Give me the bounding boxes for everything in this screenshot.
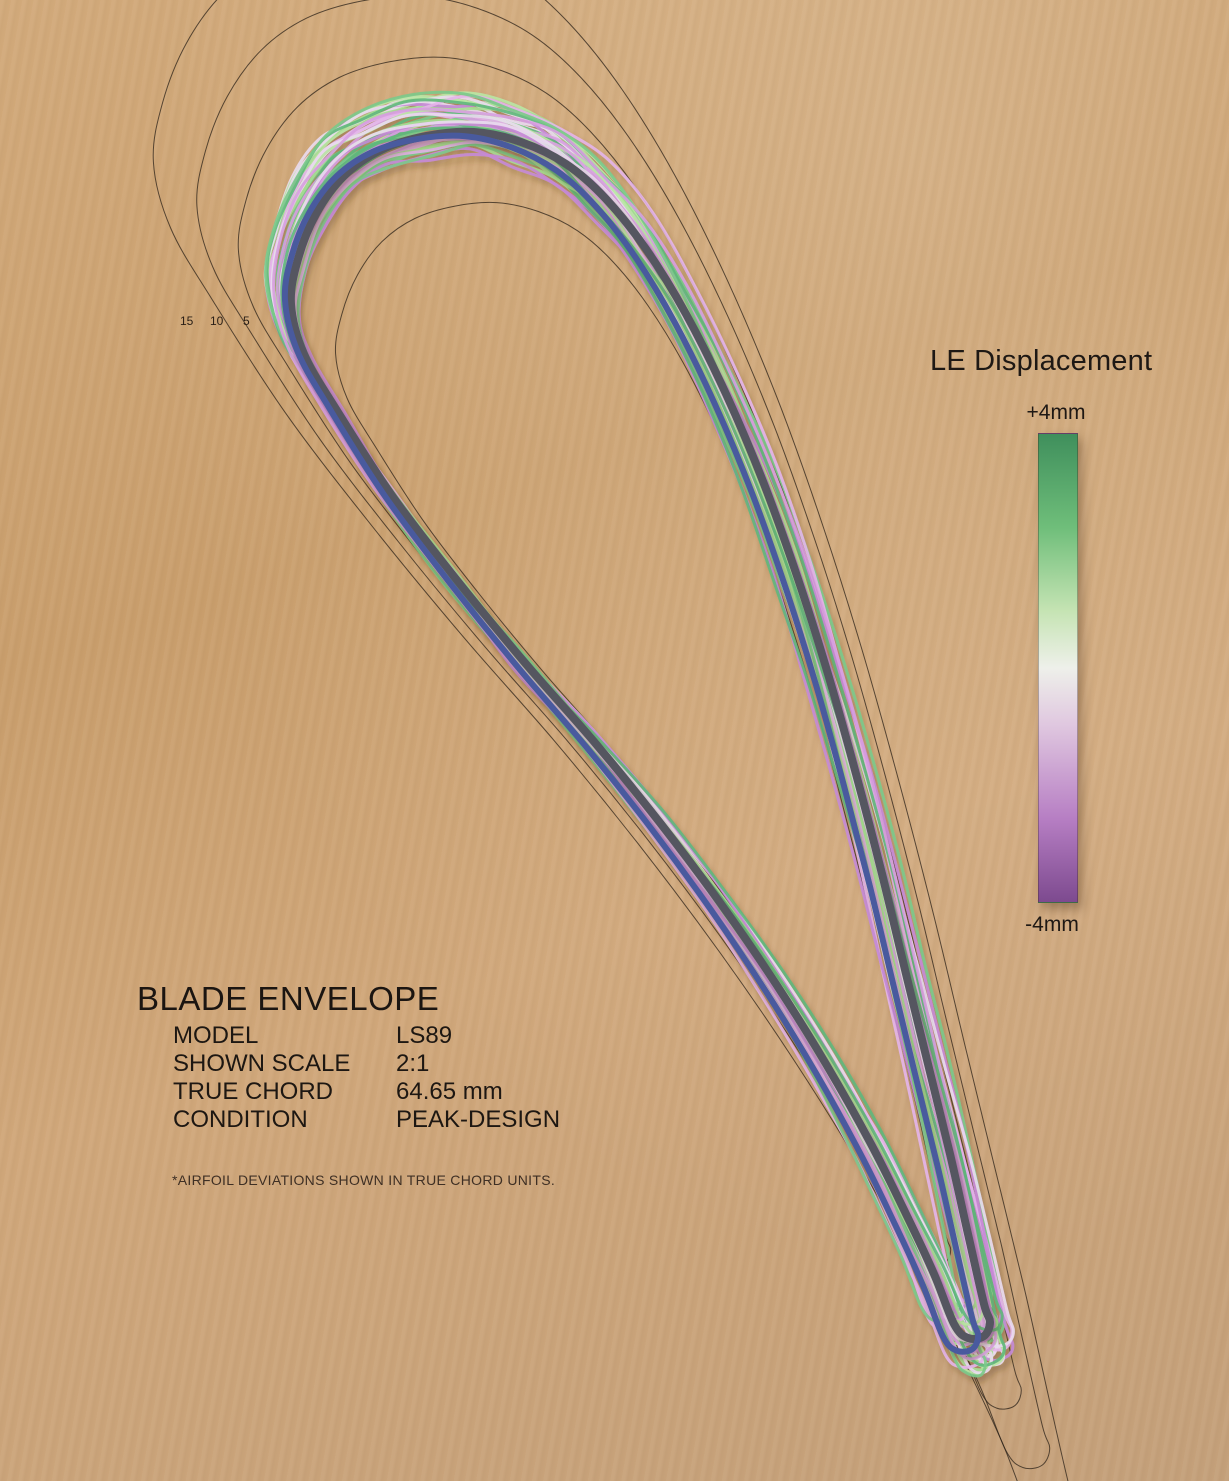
- offset-ring: [152, 0, 1069, 1481]
- info-key: SHOWN SCALE: [173, 1050, 351, 1077]
- offset-ring: [196, 0, 1051, 1470]
- ring-label-5: 5: [243, 314, 250, 328]
- legend-max-label: +4mm: [1026, 401, 1086, 424]
- footnote: *AIRFOIL DEVIATIONS SHOWN IN TRUE CHORD …: [172, 1172, 556, 1188]
- info-key: TRUE CHORD: [173, 1078, 333, 1105]
- info-title: BLADE ENVELOPE: [137, 980, 440, 1017]
- ring-label-15: 15: [180, 314, 194, 328]
- mean-profile: [286, 127, 995, 1343]
- info-row-condition: CONDITION PEAK-DESIGN: [173, 1106, 560, 1134]
- nominal-profile: [281, 132, 982, 1355]
- info-key: CONDITION: [173, 1106, 308, 1133]
- info-value: PEAK-DESIGN: [396, 1106, 561, 1133]
- legend-min-label: -4mm: [1025, 913, 1079, 936]
- info-value: 2:1: [396, 1050, 430, 1077]
- info-key: MODEL: [173, 1022, 259, 1049]
- info-row-scale: SHOWN SCALE 2:1: [173, 1050, 560, 1078]
- info-block: BLADE ENVELOPE MODEL LS89 SHOWN SCALE 2:…: [137, 980, 560, 1134]
- reference-profiles: [281, 127, 995, 1355]
- ring-label-10: 10: [210, 314, 224, 328]
- colorbar: [1038, 433, 1078, 903]
- info-row-model: MODEL LS89: [173, 1022, 560, 1050]
- profile-variant: [292, 140, 993, 1312]
- legend-title: LE Displacement: [930, 345, 1153, 377]
- info-row-chord: TRUE CHORD 64.65 mm: [173, 1078, 560, 1106]
- profile-variant: [281, 128, 1003, 1333]
- info-value: LS89: [396, 1022, 453, 1049]
- profile-variant: [280, 126, 1004, 1332]
- info-value: 64.65 mm: [396, 1078, 503, 1105]
